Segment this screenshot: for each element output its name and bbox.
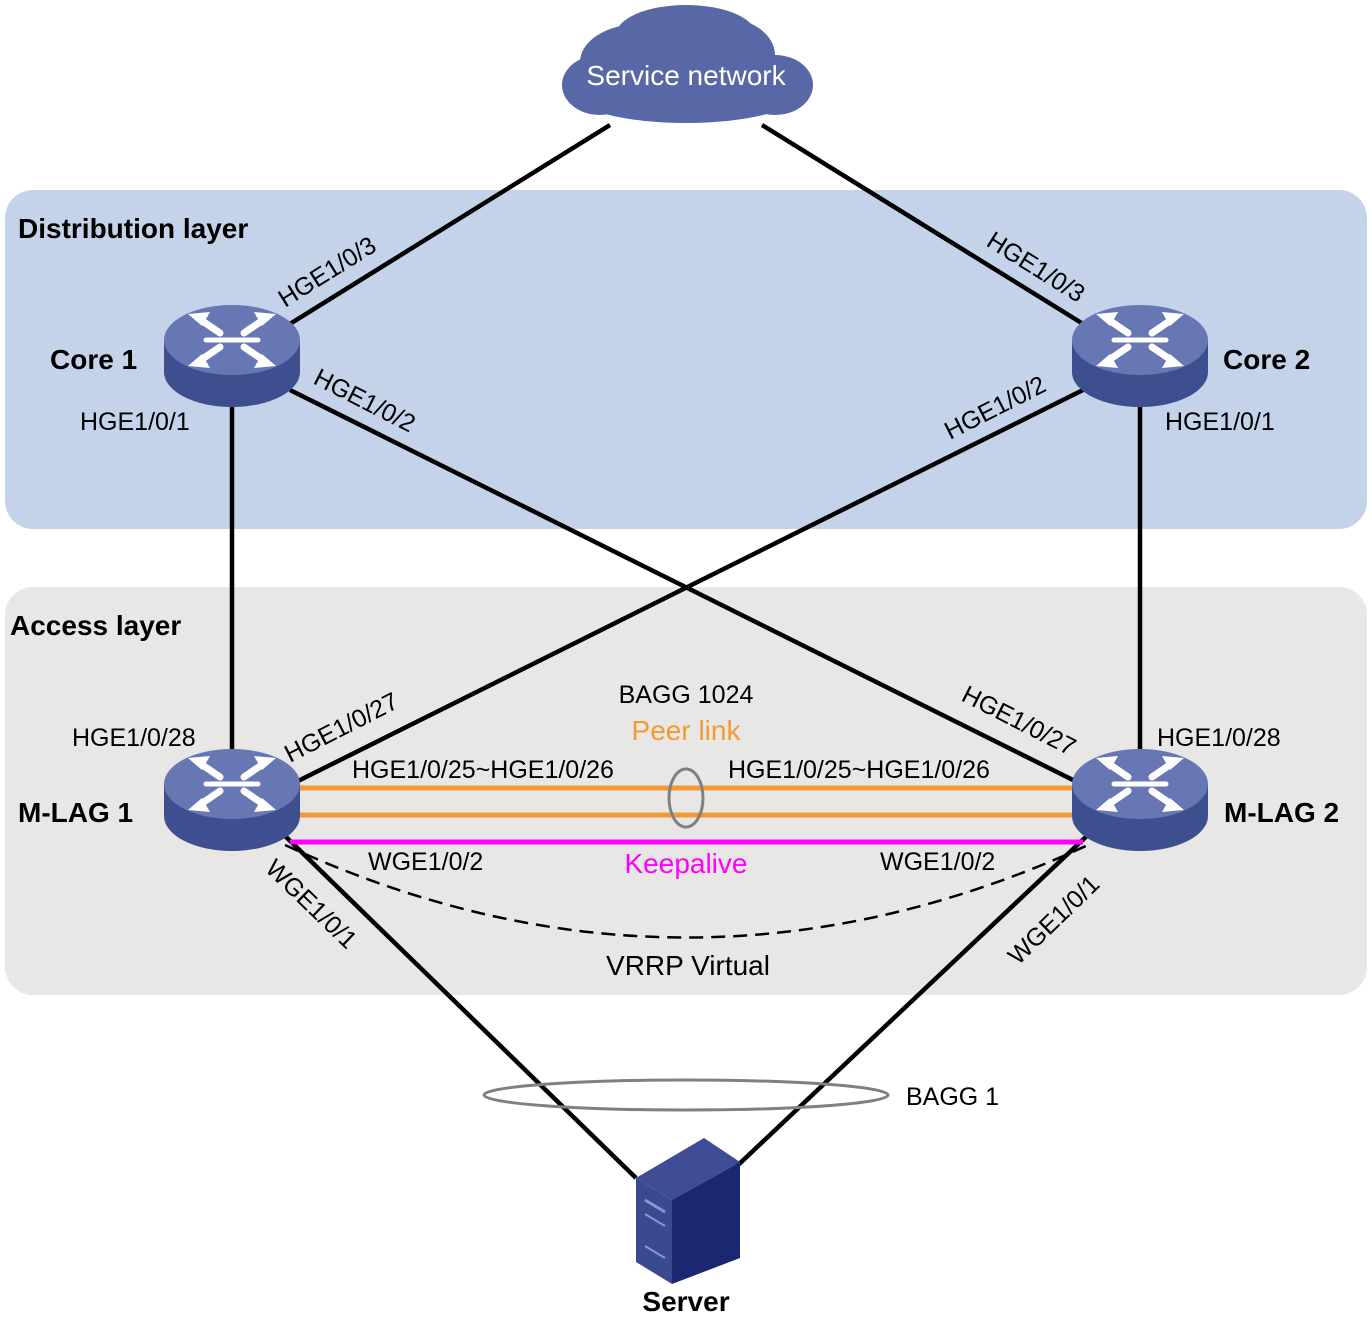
vrrp-arc xyxy=(284,843,1089,939)
mlag1-up-port: HGE1/0/28 xyxy=(72,724,196,752)
mlag2-switch-icon[interactable] xyxy=(1072,749,1208,851)
link-cloud-core2 xyxy=(760,123,1090,329)
core1-label: Core 1 xyxy=(50,344,137,375)
mlag2-up-port: HGE1/0/28 xyxy=(1157,724,1281,752)
core1-switch-icon[interactable] xyxy=(164,305,300,407)
peer-link-label: Peer link xyxy=(632,715,742,746)
mlag1-keepalive-port: WGE1/0/2 xyxy=(368,848,483,876)
mlag1-label: M-LAG 1 xyxy=(18,797,133,828)
peer-bagg-label: BAGG 1024 xyxy=(619,681,754,709)
server-bagg-ellipse xyxy=(482,1078,890,1112)
mlag1-switch-icon[interactable] xyxy=(164,749,300,851)
link-cloud-core1 xyxy=(283,123,612,329)
link-mlag2-server xyxy=(735,831,1092,1168)
server-icon[interactable] xyxy=(636,1138,740,1284)
cloud-label: Service network xyxy=(586,60,786,91)
access-layer-title: Access layer xyxy=(10,610,181,641)
link-mlag1-server xyxy=(280,831,638,1180)
link-core2-mlag1 xyxy=(288,387,1085,788)
distribution-layer-bg xyxy=(5,190,1367,529)
keepalive-label: Keepalive xyxy=(625,848,748,879)
core2-switch-icon[interactable] xyxy=(1072,305,1208,407)
mlag1-peer-port: HGE1/0/25~HGE1/0/26 xyxy=(352,756,614,784)
cloud-icon xyxy=(562,5,813,123)
vrrp-label: VRRP Virtual xyxy=(606,950,770,981)
server-bagg-label: BAGG 1 xyxy=(906,1083,999,1111)
mlag2-keepalive-port: WGE1/0/2 xyxy=(880,848,995,876)
mlag2-label: M-LAG 2 xyxy=(1224,797,1339,828)
peer-bagg-ellipse xyxy=(667,767,705,829)
mlag2-peer-port: HGE1/0/25~HGE1/0/26 xyxy=(728,756,990,784)
distribution-layer-title: Distribution layer xyxy=(18,213,248,244)
core1-down-port: HGE1/0/1 xyxy=(80,408,190,436)
server-label: Server xyxy=(642,1286,729,1317)
core2-label: Core 2 xyxy=(1223,344,1310,375)
core2-down-port: HGE1/0/1 xyxy=(1165,408,1275,436)
